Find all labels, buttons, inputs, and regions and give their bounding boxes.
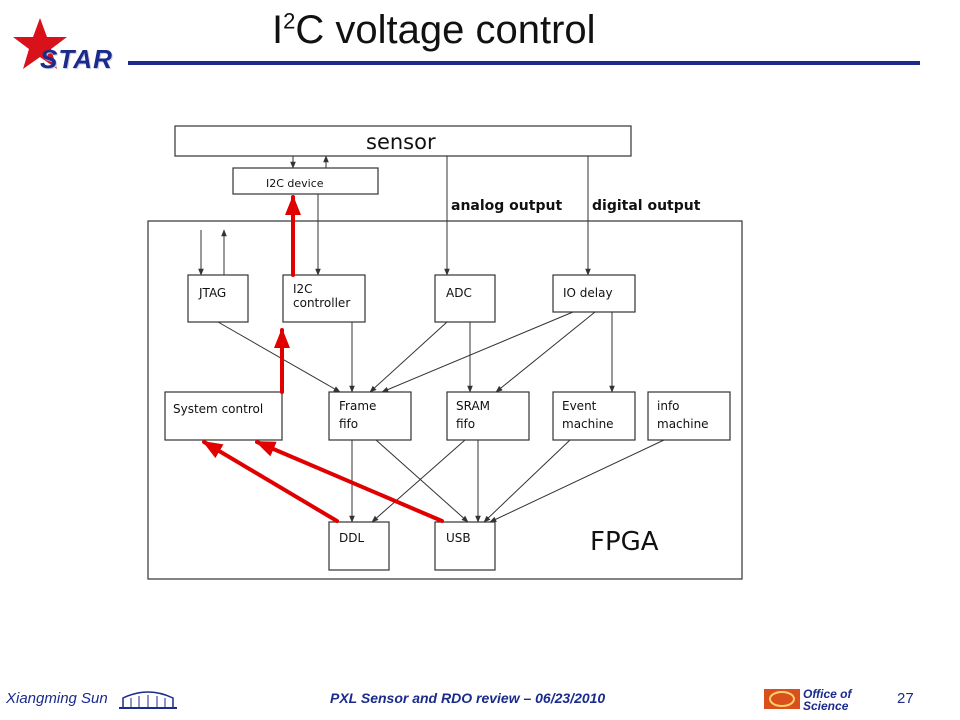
page-number: 27	[897, 690, 914, 707]
i2c-controller-label-2: controller	[293, 296, 350, 310]
i2c-controller-label-1: I2C	[293, 282, 313, 296]
i2c-controller-box	[282, 274, 366, 323]
info-machine-label-2: machine	[657, 417, 709, 431]
info-machine-box	[647, 391, 731, 441]
system-control-box	[164, 391, 283, 441]
ddl-label: DDL	[339, 531, 364, 545]
io-delay-label: IO delay	[563, 286, 613, 300]
star-logo-icon	[13, 18, 67, 69]
i2c-device-label: I2C device	[266, 177, 324, 190]
frame-to-usb	[375, 439, 469, 523]
page-title: I2C voltage control	[272, 8, 596, 52]
adc-box	[434, 274, 496, 323]
footer-author: Xiangming Sun	[6, 690, 108, 707]
iodelay-to-sram	[495, 311, 596, 393]
header-rule	[128, 61, 920, 65]
sram-fifo-box	[446, 391, 530, 441]
frame-fifo-box	[328, 391, 412, 441]
sram-fifo-label-2: fifo	[456, 417, 475, 431]
usb-box	[434, 521, 496, 571]
i2c-device-box	[232, 167, 379, 195]
io-delay-box	[552, 274, 636, 313]
iodelay-to-frame	[381, 311, 574, 393]
info-machine-label-1: info	[657, 399, 680, 413]
sensor-label: sensor	[366, 130, 436, 154]
sensor-box	[174, 125, 632, 157]
footer-event: PXL Sensor and RDO review – 06/23/2010	[330, 690, 606, 706]
office-of-science-logo-icon	[764, 689, 800, 709]
frame-fifo-label-2: fifo	[339, 417, 358, 431]
adc-label: ADC	[446, 286, 472, 300]
usb-label: USB	[446, 531, 471, 545]
analog-output-label: analog output	[451, 198, 562, 214]
system-control-label: System control	[173, 402, 263, 416]
jtag-to-frame	[217, 321, 341, 393]
event-machine-label-2: machine	[562, 417, 614, 431]
ddl-box	[328, 521, 390, 571]
frame-fifo-label-1: Frame	[339, 399, 376, 413]
red-ddl-to-system	[202, 440, 339, 523]
adc-to-frame	[369, 321, 448, 393]
jtag-label: JTAG	[198, 286, 226, 300]
digital-output-label: digital output	[592, 198, 701, 214]
sram-to-ddl	[371, 439, 466, 523]
event-to-usb	[483, 439, 571, 523]
lab-building-icon	[119, 691, 177, 709]
sram-fifo-label-1: SRAM	[456, 399, 490, 413]
star-logo-text: STAR	[40, 44, 113, 74]
red-usb-to-system	[255, 440, 444, 523]
event-machine-box	[552, 391, 636, 441]
fpga-label: FPGA	[590, 527, 659, 557]
info-to-usb	[489, 439, 665, 523]
fpga-box	[147, 220, 743, 580]
event-machine-label-1: Event	[562, 399, 597, 413]
